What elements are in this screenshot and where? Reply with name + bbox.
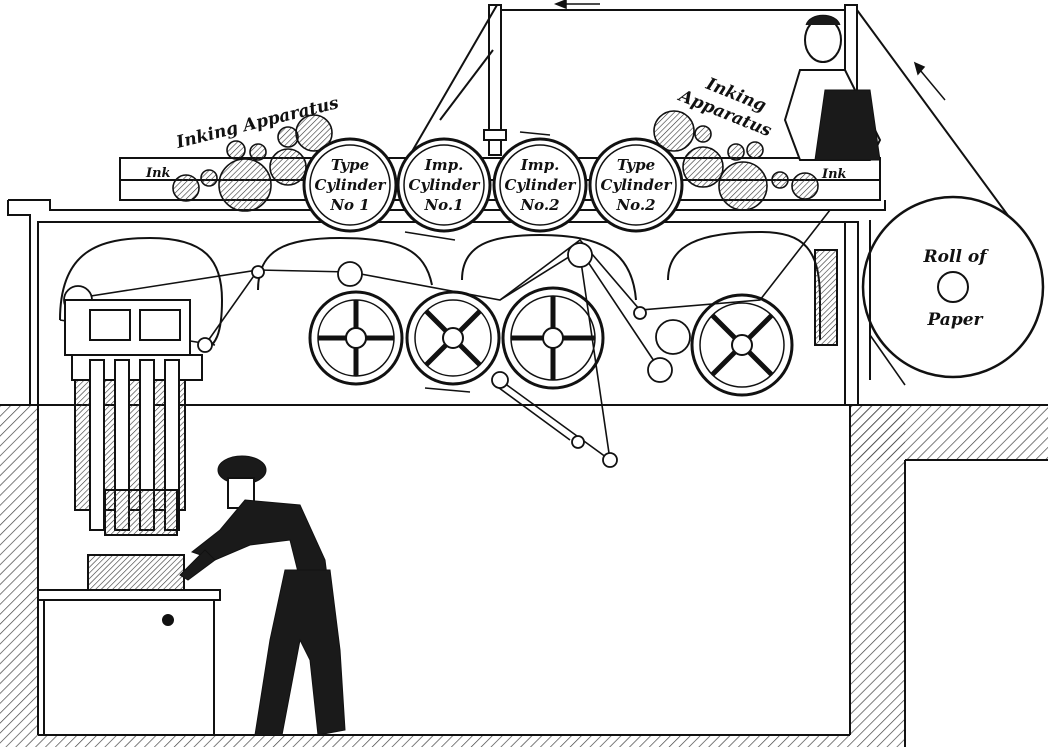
- printing-cylinders: [302, 137, 684, 233]
- wheel-2: [405, 290, 501, 386]
- label-imp-cyl-2-a: Imp.: [520, 156, 560, 174]
- label-ink-left: Ink: [145, 166, 171, 181]
- label-type-cyl-1-b: Cylinder: [315, 176, 387, 194]
- label-imp-cyl-1-b: Cylinder: [409, 176, 481, 194]
- label-type-cyl-1-c: No 1: [329, 196, 369, 214]
- imp-cylinder-2: [492, 137, 588, 233]
- label-type-cyl-2-b: Cylinder: [601, 176, 673, 194]
- pressman-figure: [179, 455, 346, 736]
- paper-roll: [861, 195, 1045, 380]
- delivery-table: [37, 554, 221, 736]
- label-type-cyl-2-c: No.2: [615, 196, 655, 214]
- label-ink-right: Ink: [821, 167, 847, 182]
- label-type-cyl-1-a: Type: [331, 156, 369, 174]
- inking-rollers-left: [172, 114, 333, 212]
- type-cylinder-1: [302, 137, 398, 233]
- wheel-4: [690, 293, 794, 397]
- label-imp-cyl-1-a: Imp.: [424, 156, 464, 174]
- label-imp-cyl-2-b: Cylinder: [505, 176, 577, 194]
- operator-figure: [783, 14, 882, 161]
- type-cylinder-2: [588, 137, 684, 233]
- wheel-1: [308, 290, 404, 386]
- label-imp-cyl-2-c: No.2: [519, 196, 559, 214]
- imp-cylinder-1: [396, 137, 492, 233]
- direction-arrows: [404, 0, 946, 393]
- label-type-cyl-2-a: Type: [617, 156, 655, 174]
- folder-delivery-unit: [64, 299, 203, 536]
- lower-drums: [59, 230, 838, 351]
- spoked-wheels: [308, 286, 794, 397]
- label-imp-cyl-1-c: No.1: [423, 196, 463, 214]
- inking-rollers-right: [653, 110, 819, 211]
- label-roll-of-paper-b: Paper: [926, 310, 983, 330]
- wheel-3: [501, 286, 605, 390]
- label-roll-of-paper-a: Roll of: [923, 247, 990, 267]
